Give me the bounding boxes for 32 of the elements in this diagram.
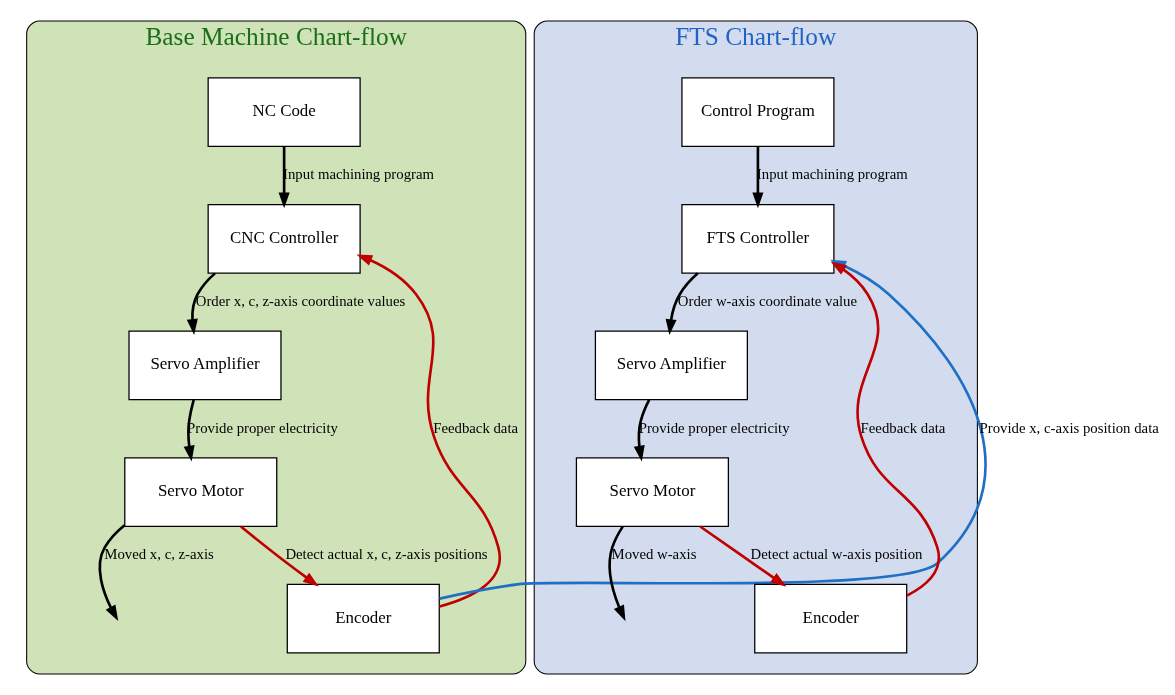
node-box: Servo Amplifier xyxy=(594,330,748,401)
node-box: Encoder xyxy=(286,583,440,654)
edge-label: Detect actual x, c, z-axis positions xyxy=(285,546,488,563)
node-box: Encoder xyxy=(754,583,908,654)
edge-label: Feedback data xyxy=(860,419,946,436)
arrow xyxy=(183,399,195,462)
arrow xyxy=(752,146,764,209)
arrow xyxy=(633,399,651,462)
edge-label: Provide proper electricity xyxy=(638,419,790,436)
arrow xyxy=(186,272,216,335)
node-box: Servo Motor xyxy=(124,457,278,527)
edge-label: Input machining program xyxy=(283,166,434,183)
arrow xyxy=(699,525,787,587)
node-box: Servo Amplifier xyxy=(128,330,282,401)
edge-label: Moved x, c, z-axis xyxy=(104,546,214,563)
arrow xyxy=(356,254,501,608)
arrow xyxy=(665,272,699,336)
node-box: Control Program xyxy=(681,77,835,148)
arrow xyxy=(608,525,626,622)
node-box: NC Code xyxy=(207,77,361,148)
node-box: CNC Controller xyxy=(207,203,361,274)
edge-label: Moved w-axis xyxy=(611,546,697,563)
edge-label: Input machining program xyxy=(756,166,908,183)
node-box: Servo Motor xyxy=(575,457,729,527)
edge-label: Feedback data xyxy=(433,419,519,436)
edge-label: Order w-axis coordinate value xyxy=(677,293,857,310)
arrow xyxy=(98,524,126,621)
node-box: FTS Controller xyxy=(681,203,835,274)
arrow xyxy=(240,525,319,587)
arrow xyxy=(278,146,290,209)
edge-label: Order x, c, z-axis coordinate values xyxy=(195,293,406,310)
edge-label: Detect actual w-axis position xyxy=(750,546,923,563)
